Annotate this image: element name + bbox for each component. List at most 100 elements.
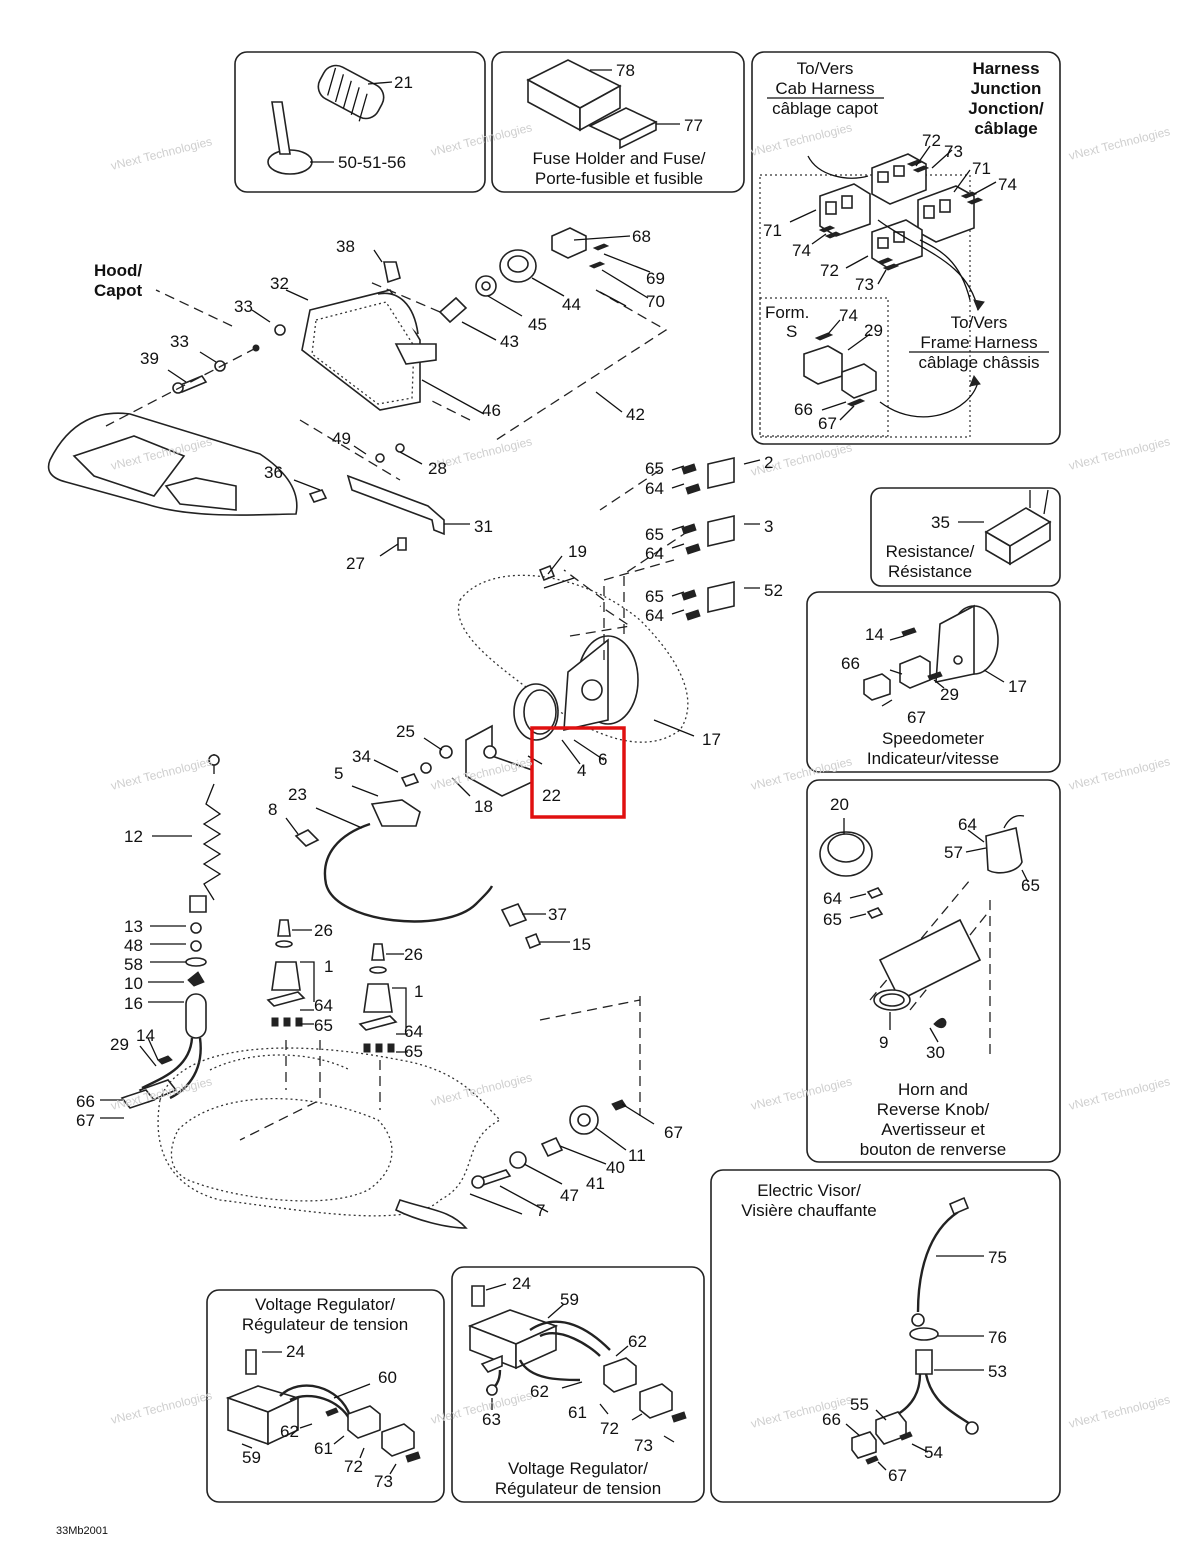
cable-tie-drawing — [267, 101, 313, 175]
callout: 64 — [314, 996, 333, 1015]
callout: 64 — [958, 815, 977, 834]
callout: 27 — [346, 554, 365, 573]
callout: 60 — [378, 1368, 397, 1387]
callout: 42 — [626, 405, 645, 424]
callout: 65 — [645, 459, 664, 478]
callout: 73 — [944, 142, 963, 161]
callout: 67 — [818, 414, 837, 433]
watermark-text: vNext Technologies — [1067, 124, 1171, 163]
callout: 62 — [628, 1332, 647, 1351]
inset-box-visor — [710, 1169, 1061, 1503]
callout: 73 — [855, 275, 874, 294]
callout: 61 — [568, 1403, 587, 1422]
callout: 74 — [792, 241, 811, 260]
harness-connectors-drawing — [803, 153, 984, 418]
callout: 65 — [823, 910, 842, 929]
watermark-text: vNext Technologies — [1067, 434, 1171, 473]
caption-to-frame: To/Vers — [951, 313, 1008, 332]
callout: 29 — [110, 1035, 129, 1054]
callout: 15 — [572, 935, 591, 954]
indicator-lights-drawing — [681, 456, 735, 621]
callout: 66 — [822, 1410, 841, 1429]
callout: 19 — [568, 542, 587, 561]
caption-horn: Avertisseur et — [881, 1120, 985, 1139]
callout: 50-51-56 — [338, 153, 406, 172]
chassis-outline — [157, 1047, 502, 1229]
caption-fuse: Fuse Holder and Fuse/ — [533, 149, 706, 168]
caption-voltage-left: Voltage Regulator/ — [255, 1295, 395, 1314]
caption-speedometer: Speedometer — [882, 729, 984, 748]
caption-form-s: Form. — [765, 303, 809, 322]
caption-to-frame: Frame Harness — [920, 333, 1037, 352]
callout: 74 — [998, 175, 1017, 194]
callout: 23 — [288, 785, 307, 804]
callout: 46 — [482, 401, 501, 420]
callout: 62 — [530, 1382, 549, 1401]
callout: 13 — [124, 917, 143, 936]
caption-harness: Junction — [971, 79, 1042, 98]
callout: 24 — [286, 1342, 305, 1361]
callout: 1 — [414, 982, 423, 1001]
callout: 68 — [632, 227, 651, 246]
inset-box-straps — [234, 51, 486, 193]
headlight-assembly-drawing — [301, 289, 437, 411]
watermark-text: vNext Technologies — [749, 120, 853, 159]
watermark-text: vNext Technologies — [429, 1070, 533, 1109]
callout: 5 — [334, 764, 343, 783]
callout: 6 — [598, 750, 607, 769]
caption-to-cab: To/Vers — [797, 59, 854, 78]
callout: 17 — [1008, 677, 1027, 696]
callout: 59 — [242, 1448, 261, 1467]
callout: 65 — [645, 525, 664, 544]
watermark-text: vNext Technologies — [429, 120, 533, 159]
callout: 26 — [404, 945, 423, 964]
fuse-holder-drawing — [526, 59, 658, 150]
inset-box-voltage-mid — [451, 1266, 705, 1503]
callout-numbers: 21 50-51-56 78 77 72 73 71 74 71 74 72 7… — [76, 61, 1040, 1491]
watermark-text: vNext Technologies — [1067, 1074, 1171, 1113]
callout: 2 — [764, 453, 773, 472]
callout: 33 — [170, 332, 189, 351]
horn-inset-drawing — [819, 814, 1025, 1060]
callout: 45 — [528, 315, 547, 334]
callout: 64 — [645, 479, 664, 498]
callout: 64 — [645, 606, 664, 625]
callout: 29 — [940, 685, 959, 704]
callout: 33 — [234, 297, 253, 316]
caption-harness: Harness — [972, 59, 1039, 78]
callout: 12 — [124, 827, 143, 846]
caption-harness: Jonction/ — [968, 99, 1044, 118]
callout: 65 — [645, 587, 664, 606]
callout: 66 — [794, 400, 813, 419]
inset-box-horn — [806, 779, 1061, 1163]
caption-fuse: Porte-fusible et fusible — [535, 169, 703, 188]
callout: 20 — [830, 795, 849, 814]
watermark-text: vNext Technologies — [1067, 1392, 1171, 1431]
form-s-subbox — [759, 174, 971, 438]
watermark-text: vNext Technologies — [749, 754, 853, 793]
caption-hood: Capot — [94, 281, 143, 300]
callout: 44 — [562, 295, 581, 314]
callout: 73 — [374, 1472, 393, 1491]
callout: 58 — [124, 955, 143, 974]
callout: 78 — [616, 61, 635, 80]
caption-voltage-left: Régulateur de tension — [242, 1315, 408, 1334]
callout: 35 — [931, 513, 950, 532]
callout: 65 — [314, 1016, 333, 1035]
callout: 67 — [664, 1123, 683, 1142]
caption-to-frame: câblage châssis — [919, 353, 1040, 372]
callout: 36 — [264, 463, 283, 482]
inset-box-harness — [751, 51, 1061, 445]
callout: 66 — [76, 1092, 95, 1111]
callout: 64 — [645, 544, 664, 563]
caption-harness: câblage — [974, 119, 1037, 138]
caption-form-s: S — [786, 322, 797, 341]
callout: 64 — [823, 889, 842, 908]
caption-speedometer: Indicateur/vitesse — [867, 749, 999, 768]
caption-horn: Horn and — [898, 1080, 968, 1099]
caption-voltage-mid: Régulateur de tension — [495, 1479, 661, 1498]
callout: 71 — [763, 221, 782, 240]
callout: 4 — [577, 761, 586, 780]
callout: 73 — [634, 1436, 653, 1455]
